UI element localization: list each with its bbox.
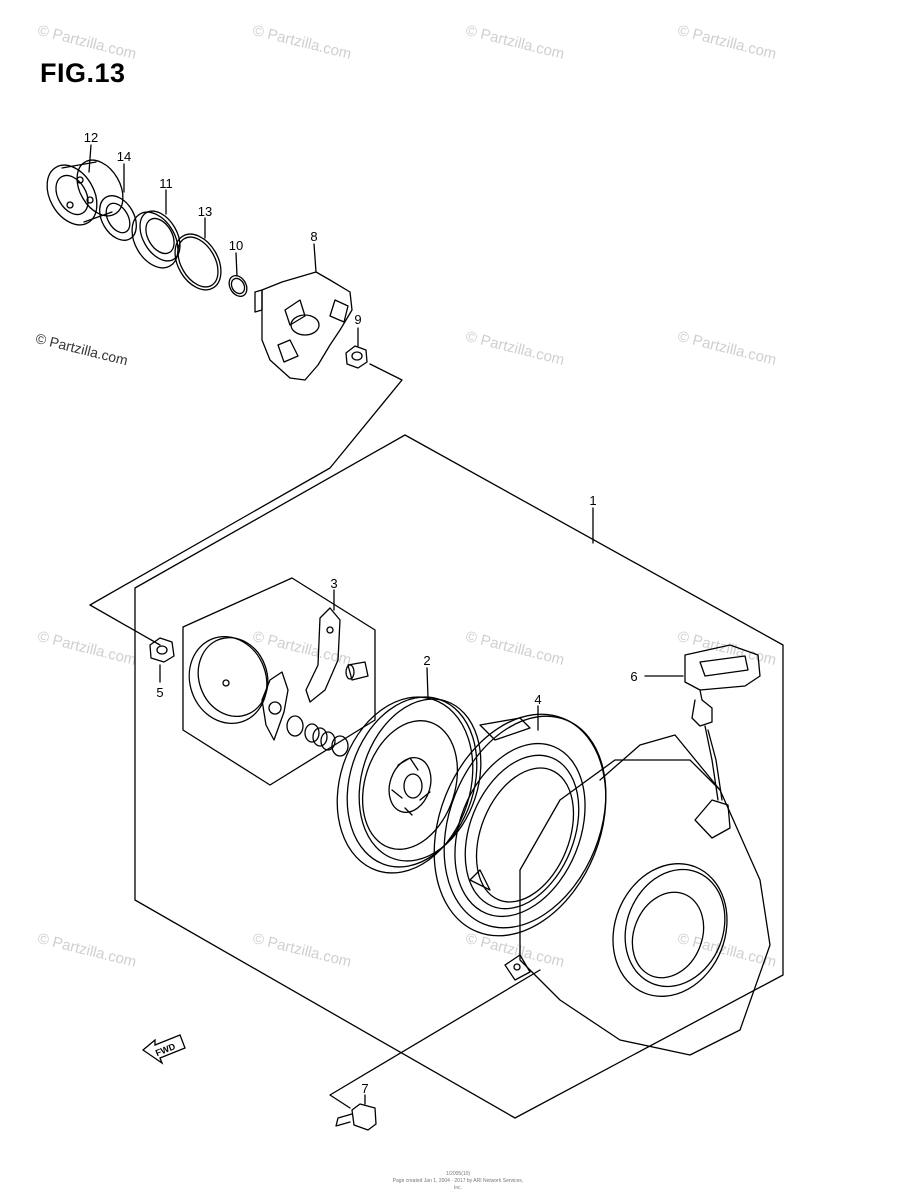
callout-10: 10: [229, 238, 243, 253]
callout-13: 13: [198, 204, 212, 219]
ratchet-drawing: [261, 671, 289, 741]
callout-12: 12: [84, 130, 98, 145]
callout-4: 4: [534, 692, 541, 707]
footer-line-1: 1/2005(10): [445, 1171, 471, 1177]
figure-title: FIG.13: [40, 58, 126, 88]
pawl-3-drawing: [305, 607, 341, 703]
starter-housing-drawing: [504, 734, 771, 1056]
ring-10-drawing: [228, 275, 248, 297]
fwd-arrow-icon: FWD: [141, 1034, 186, 1065]
callout-11: 11: [159, 176, 173, 191]
callout-8: 8: [310, 229, 317, 244]
spring-case-4-drawing: [433, 713, 607, 937]
assembly-outline: [134, 434, 784, 1119]
callout-7: 7: [361, 1081, 368, 1096]
callout-2: 2: [423, 653, 430, 668]
subassembly-outline: [182, 577, 376, 786]
callout-14: 14: [117, 149, 131, 164]
bearing-12-drawing: [46, 159, 124, 226]
reel-2-drawing: [336, 696, 531, 874]
pin-drawing: [345, 661, 369, 681]
bearing-11-drawing: [131, 210, 181, 269]
handle-6-drawing: [684, 644, 761, 801]
callout-1: 1: [589, 493, 596, 508]
callout-5: 5: [156, 685, 163, 700]
nut-9-drawing: [345, 345, 368, 369]
callout-3: 3: [330, 576, 337, 591]
callout-9: 9: [354, 312, 361, 327]
spring-drawing: [286, 715, 349, 757]
callout-6: 6: [630, 669, 637, 684]
bolt-7-drawing: [335, 1103, 377, 1131]
footer-line-2: Page created Jan 1, 2004 · 2017 by ARI N…: [392, 1178, 524, 1191]
seal-14-drawing: [99, 195, 137, 241]
drive-plate-8-drawing: [254, 271, 353, 381]
footer: 1/2005(10) Page created Jan 1, 2004 · 20…: [388, 1171, 528, 1192]
friction-plate-drawing: [188, 636, 269, 724]
nut-5-drawing: [149, 637, 175, 663]
oring-13-drawing: [174, 233, 222, 291]
